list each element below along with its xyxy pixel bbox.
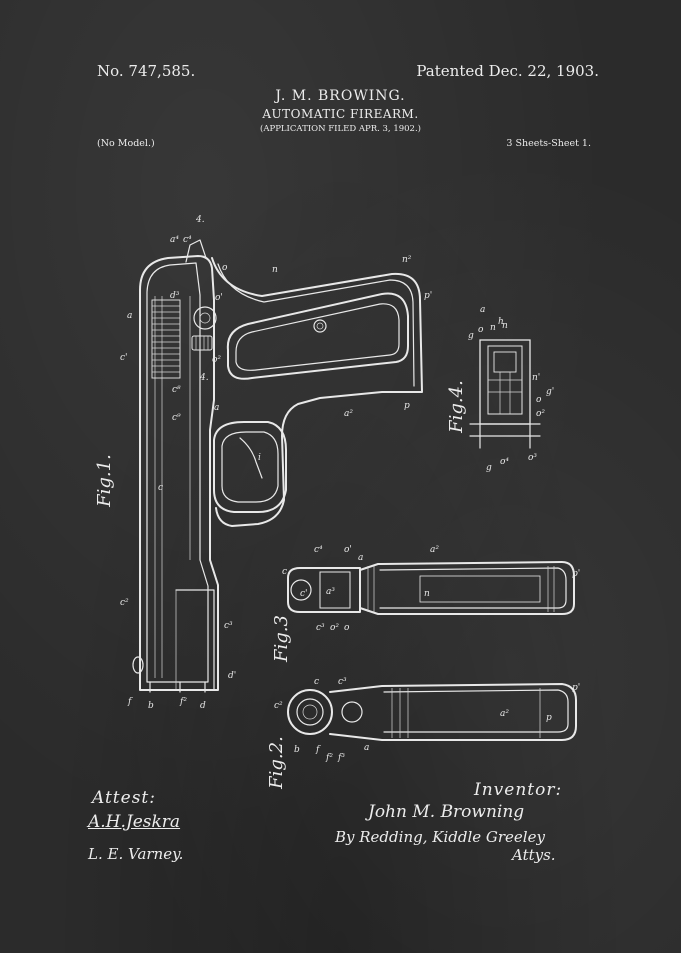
svg-text:d³: d³ <box>170 291 180 301</box>
patent-number: No. 747,585. <box>97 62 196 80</box>
svg-text:o²: o² <box>212 355 221 365</box>
svg-text:b: b <box>148 701 154 711</box>
inventor-label: Inventor: <box>474 780 563 800</box>
svg-text:a: a <box>214 403 219 413</box>
svg-text:f: f <box>127 697 133 707</box>
fig4-label: Fig.4. <box>445 380 467 433</box>
svg-text:p': p' <box>572 569 580 579</box>
svg-text:p: p <box>546 713 552 723</box>
svg-text:c²: c² <box>274 701 283 711</box>
svg-text:o⁴: o⁴ <box>500 457 509 467</box>
svg-text:i: i <box>258 453 261 463</box>
svg-text:4.: 4. <box>199 373 209 383</box>
svg-text:a: a <box>127 311 132 321</box>
fig2-label: Fig.2. <box>265 736 287 789</box>
witness-signature-2: L. E. Varney. <box>88 845 184 863</box>
patent-title: AUTOMATIC FIREARM. <box>262 107 419 121</box>
svg-text:c⁸: c⁸ <box>172 385 181 395</box>
svg-text:p: p <box>404 401 410 411</box>
svg-text:o: o <box>344 623 350 633</box>
svg-text:a³: a³ <box>326 587 335 597</box>
witness-signature-1: A.H.Jeskra <box>88 812 181 832</box>
svg-text:f: f <box>315 745 321 755</box>
no-model-note: (No Model.) <box>97 138 155 149</box>
application-filed: (APPLICATION FILED APR. 3, 1902.) <box>260 124 421 134</box>
svg-text:b: b <box>294 745 300 755</box>
svg-text:n: n <box>502 321 508 331</box>
fig2-bottom-view-drawing: c² c c³ b f f² f³ a a² p p' <box>274 677 580 763</box>
svg-text:o²: o² <box>330 623 339 633</box>
svg-text:o³: o³ <box>528 453 537 463</box>
svg-text:a⁴: a⁴ <box>170 235 179 245</box>
svg-text:o: o <box>478 325 484 335</box>
fig4-detail-drawing: g o n n a h n' o o² g' g o⁴ o³ <box>468 305 554 473</box>
svg-text:o: o <box>222 263 228 273</box>
svg-text:f³: f³ <box>337 753 345 763</box>
svg-text:c⁴: c⁴ <box>314 545 323 555</box>
inventor-heading: J. M. BROWING. <box>275 88 406 104</box>
svg-text:a: a <box>480 305 485 315</box>
svg-text:n: n <box>272 265 278 275</box>
svg-text:a²: a² <box>344 409 353 419</box>
svg-text:a²: a² <box>500 709 509 719</box>
svg-text:c': c' <box>300 589 308 599</box>
svg-text:p': p' <box>424 291 432 301</box>
fig1-label: Fig.1. <box>93 454 115 507</box>
svg-text:o²: o² <box>536 409 545 419</box>
svg-text:c⁴: c⁴ <box>183 235 192 245</box>
svg-text:c³: c³ <box>224 621 233 631</box>
svg-text:d: d <box>200 701 206 711</box>
svg-text:c⁹: c⁹ <box>172 413 181 423</box>
svg-text:c²: c² <box>120 598 129 608</box>
inventor-signature: John M. Browning <box>368 802 525 822</box>
svg-text:d': d' <box>228 671 236 681</box>
svg-text:a: a <box>364 743 369 753</box>
svg-text:c³: c³ <box>338 677 347 687</box>
svg-text:p': p' <box>572 683 580 693</box>
attest-label: Attest: <box>92 788 156 808</box>
fig3-top-view-drawing: c c⁴ o' a a² c' a³ c³ o² o n p' <box>282 545 580 633</box>
svg-text:c: c <box>282 567 287 577</box>
svg-text:g: g <box>486 463 492 473</box>
svg-text:o': o' <box>344 545 352 555</box>
svg-text:n': n' <box>532 373 540 383</box>
svg-text:h: h <box>498 317 504 327</box>
svg-text:g: g <box>468 331 474 341</box>
fig1-pistol-drawing: a a⁴ c⁴ 4. d³ o o' o² 4. c⁸ c⁹ a c' c c²… <box>120 215 432 711</box>
sheet-count: 3 Sheets-Sheet 1. <box>506 138 591 149</box>
svg-text:c': c' <box>120 353 128 363</box>
svg-text:c: c <box>314 677 319 687</box>
attorneys-signature: By Redding, Kiddle Greeley <box>335 828 545 846</box>
svg-text:f²: f² <box>325 753 333 763</box>
svg-text:n: n <box>424 589 430 599</box>
svg-text:a²: a² <box>430 545 439 555</box>
svg-text:g': g' <box>546 387 554 397</box>
svg-text:4.: 4. <box>195 215 205 225</box>
svg-text:n²: n² <box>402 255 412 265</box>
svg-text:c: c <box>158 483 163 493</box>
svg-text:f²: f² <box>179 697 187 707</box>
svg-text:n: n <box>490 323 496 333</box>
slide-serrations <box>151 299 181 379</box>
svg-text:c³: c³ <box>316 623 325 633</box>
svg-text:o: o <box>536 395 542 405</box>
svg-text:a: a <box>358 553 363 563</box>
patent-date: Patented Dec. 22, 1903. <box>416 62 599 80</box>
svg-text:o': o' <box>215 293 223 303</box>
fig3-label: Fig.3 <box>270 615 292 662</box>
attorneys-label: Attys. <box>512 846 556 864</box>
